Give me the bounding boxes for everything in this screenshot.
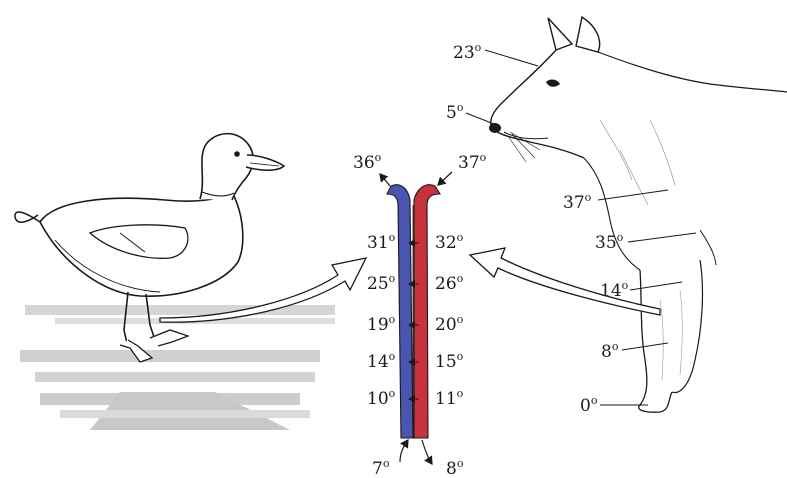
wolf-temperature-labels: 23o 5o 37o 35o 14o 8o 0o (446, 41, 629, 416)
wolf-to-exchanger-arrow (470, 248, 660, 315)
vein-temp-2: 25o (367, 272, 396, 294)
wolf-upper-leg-temp: 35o (595, 231, 624, 253)
vein-bottom-temp: 7o (372, 457, 390, 478)
vein-temperature-labels: 31o 25o 19o 14o 10o (367, 231, 396, 409)
vein-top-temp: 36o (353, 151, 382, 173)
vein-temp-1: 31o (367, 231, 396, 253)
wolf-nose-temp: 5o (446, 101, 464, 123)
artery-temp-2: 26o (435, 272, 464, 294)
vein-temp-5: 10o (367, 387, 396, 409)
wolf-paw-temp: 0o (580, 394, 598, 416)
vein-tube (387, 185, 413, 438)
artery-temp-4: 15o (435, 350, 464, 372)
artery-temperature-labels: 32o 26o 20o 15o 11o (435, 231, 464, 409)
wolf-head-temp: 23o (453, 41, 482, 63)
artery-temp-5: 11o (435, 387, 464, 409)
countercurrent-exchanger (387, 185, 440, 438)
artery-bottom-temp: 8o (446, 457, 464, 478)
vein-temp-4: 14o (367, 350, 396, 372)
wolf-body-temp: 37o (563, 191, 592, 213)
wolf-illustration (489, 17, 787, 412)
duck-illustration (15, 134, 335, 430)
wolf-lower-leg-temp: 8o (601, 340, 619, 362)
artery-top-temp: 37o (458, 151, 487, 173)
artery-temp-3: 20o (435, 313, 464, 335)
vein-temp-3: 19o (367, 313, 396, 335)
artery-temp-1: 32o (435, 231, 464, 253)
ground-shadow (20, 305, 335, 430)
wolf-mid-leg-temp: 14o (600, 279, 629, 301)
wolf-leader-lines (466, 50, 696, 405)
